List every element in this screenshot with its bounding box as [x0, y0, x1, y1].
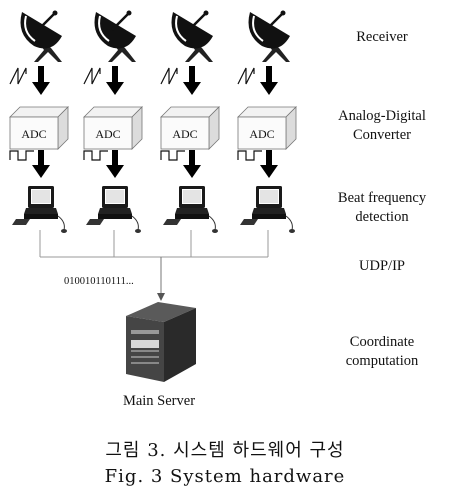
arrow-down-icon: [32, 66, 50, 95]
arrow-down-icon: [260, 66, 278, 95]
computer-icon: [12, 186, 67, 233]
stage-label-analog-digital-converter: Analog-Digital Converter: [338, 108, 426, 143]
square-wave-signal-icon: [9, 150, 34, 161]
arrow-down-icon: [183, 150, 201, 178]
figure-caption-korean: 그림 3. 시스템 하드웨어 구성: [105, 440, 345, 461]
computer-icon: [240, 186, 295, 233]
adc-label: ADC: [21, 127, 46, 141]
stage-label-receiver: Receiver: [356, 29, 408, 45]
adc-label: ADC: [249, 127, 274, 141]
adc-label: ADC: [95, 127, 120, 141]
satellite-dish-icon: [248, 10, 290, 62]
channel-1: ADC: [9, 10, 69, 257]
stage-label-coordinate-computation: Coordinate computation: [345, 334, 419, 369]
bitstream-label: 010010110111...: [64, 276, 134, 287]
sawtooth-signal-icon: [160, 67, 178, 85]
arrow-down-icon: [183, 66, 201, 95]
computer-icon: [86, 186, 141, 233]
adc-label: ADC: [172, 127, 197, 141]
channel-3: ADC: [160, 10, 220, 257]
figure-caption-english: Fig. 3 System hardware: [104, 466, 346, 487]
stage-label-beat-frequency-detection: Beat frequency detection: [337, 190, 427, 225]
satellite-dish-icon: [171, 10, 213, 62]
sawtooth-signal-icon: [83, 67, 101, 85]
adc-box: ADC: [9, 106, 69, 150]
arrow-down-icon: [106, 150, 124, 178]
adc-box: ADC: [83, 106, 143, 150]
main-server-label: Main Server: [123, 393, 195, 409]
satellite-dish-icon: [94, 10, 136, 62]
square-wave-signal-icon: [237, 150, 262, 161]
arrow-down-icon: [106, 66, 124, 95]
arrow-down-icon: [157, 293, 165, 301]
stage-label-udp-ip: UDP/IP: [359, 258, 405, 274]
square-wave-signal-icon: [83, 150, 108, 161]
sawtooth-signal-icon: [9, 67, 27, 85]
sawtooth-signal-icon: [237, 67, 255, 85]
computer-icon: [163, 186, 218, 233]
arrow-down-icon: [260, 150, 278, 178]
square-wave-signal-icon: [160, 150, 185, 161]
server-icon: [126, 302, 196, 382]
satellite-dish-icon: [20, 10, 62, 62]
arrow-down-icon: [32, 150, 50, 178]
adc-box: ADC: [160, 106, 220, 150]
channel-4: ADC: [237, 10, 297, 257]
adc-box: ADC: [237, 106, 297, 150]
channel-2: ADC: [83, 10, 143, 257]
